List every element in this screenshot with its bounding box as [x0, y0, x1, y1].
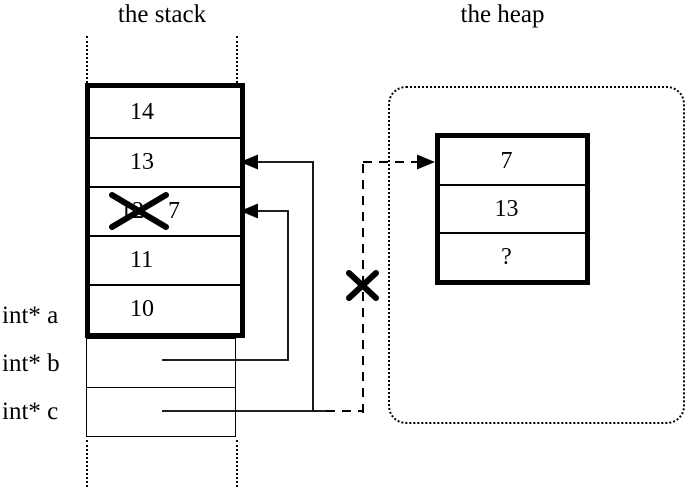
- stack-cell-value: 14: [130, 99, 154, 125]
- heap-object-box: 7 13 ?: [435, 133, 590, 285]
- pointer-label-c: int* c: [2, 398, 59, 425]
- stack-cell: 11: [90, 235, 240, 284]
- pointer-label-a: int* a: [2, 302, 59, 329]
- stack-cell-overwritten: 12 7: [90, 186, 240, 235]
- heap-title: the heap: [460, 1, 545, 28]
- heap-cell-value: ?: [501, 243, 512, 270]
- stack-title: the stack: [117, 1, 207, 28]
- heap-cell: 7: [440, 138, 585, 184]
- stack-frame-box: 14 13 12 7 11 10: [85, 83, 245, 338]
- stack-dotted-guide-bottom-left: [86, 440, 88, 487]
- stack-cell-value: 11: [130, 247, 154, 273]
- stack-cell: 13: [90, 137, 240, 186]
- heap-cell: ?: [440, 232, 585, 280]
- heap-region-outline: [388, 86, 685, 424]
- stack-cell-c: [87, 388, 235, 437]
- pointer-label-b: int* b: [2, 350, 60, 377]
- dangling-cross-out-icon: [346, 270, 379, 301]
- overwritten-new-value: 7: [168, 198, 180, 224]
- stack-cell: 10: [90, 284, 240, 333]
- overwritten-old-value: 12: [120, 198, 144, 224]
- stack-dotted-guide-top-left: [86, 36, 88, 83]
- heap-cell-value: 7: [500, 147, 513, 174]
- heap-cell-value: 13: [494, 195, 519, 222]
- stack-cell: 14: [90, 88, 240, 137]
- stack-pointer-cells: [86, 338, 236, 437]
- stack-dotted-guide-top-right: [236, 36, 238, 83]
- stack-dotted-guide-bottom-right: [236, 440, 238, 487]
- heap-cell: 13: [440, 184, 585, 232]
- stack-cell-value: 13: [130, 149, 154, 175]
- stack-cell-value: 10: [130, 296, 154, 322]
- stack-cell-b: [87, 339, 235, 388]
